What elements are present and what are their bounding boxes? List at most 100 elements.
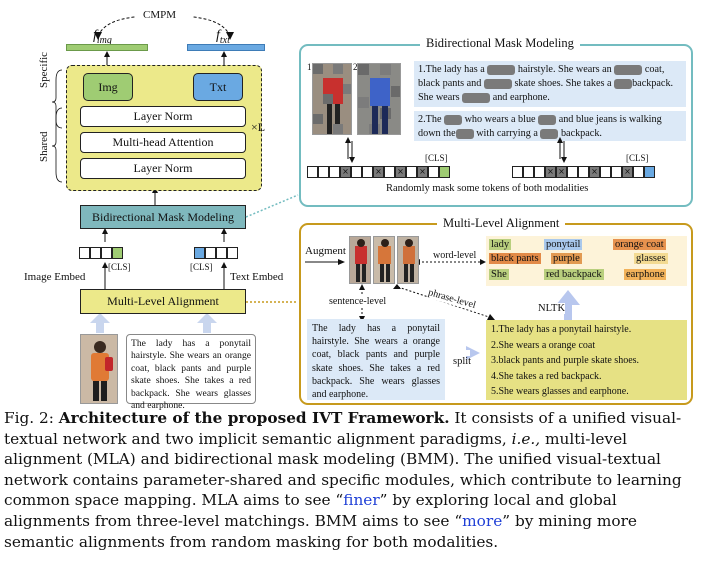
mask-token xyxy=(462,92,491,103)
mask-token xyxy=(540,128,559,139)
mla-panel-title: Multi-Level Alignment xyxy=(437,216,566,231)
figure-caption: Fig. 2: Architecture of the proposed IVT… xyxy=(4,408,704,552)
mask-token xyxy=(483,78,512,89)
masked-token: × xyxy=(340,166,351,178)
mask-token xyxy=(455,128,474,139)
text-token xyxy=(578,166,589,178)
image-token xyxy=(307,166,318,178)
multi-head-attention: Multi-head Attention xyxy=(80,132,246,153)
phrase-list: 1.The lady has a ponytail hairstyle. 2.S… xyxy=(486,320,687,400)
sentence-level-label: sentence-level xyxy=(329,296,387,307)
image-token xyxy=(101,247,112,259)
split-label: split xyxy=(453,356,472,367)
caption-more-link[interactable]: more xyxy=(462,511,503,530)
masked-person-image-icon xyxy=(313,64,351,134)
bmm-image-cls-label: [CLS] xyxy=(425,153,448,163)
word-box: lady ponytail orange coat black pants pu… xyxy=(486,236,687,286)
word-level-label: word-level xyxy=(433,250,477,261)
phrase-item: 2.She wears a orange coat xyxy=(491,339,596,351)
masked-token: × xyxy=(589,166,600,178)
mask-token xyxy=(614,78,633,89)
nltk-label: NLTK xyxy=(538,303,566,314)
masked-image-2 xyxy=(357,63,401,135)
text-token xyxy=(567,166,578,178)
times-l-label: ×L xyxy=(251,120,266,134)
word-item: glasses xyxy=(634,253,668,264)
input-text: The lady has a ponytail hairstyle. She w… xyxy=(126,334,256,411)
input-image xyxy=(80,334,118,404)
person-image-icon xyxy=(398,237,418,283)
phrase-item: 1.The lady has a ponytail hairstyle. xyxy=(491,324,632,335)
caption-text: ” by mining more semantic alignments fro… xyxy=(4,511,637,551)
text-cls-label: [CLS] xyxy=(190,262,213,272)
f-img-bar xyxy=(66,44,148,51)
mask-token xyxy=(444,114,463,125)
image-cls-token xyxy=(439,166,450,178)
masked-token: × xyxy=(556,166,567,178)
img-module: Img xyxy=(83,73,133,101)
bmm-text-cls-label: [CLS] xyxy=(626,153,649,163)
word-item: earphone xyxy=(624,269,667,280)
caption-text: multi-level alignment (MLA) and bidirect… xyxy=(4,429,682,510)
text-cls-token xyxy=(644,166,655,178)
txt-module: Txt xyxy=(193,73,243,101)
bmm-panel-title: Bidirectional Mask Modeling xyxy=(420,36,580,51)
image-token xyxy=(384,166,395,178)
image-token xyxy=(406,166,417,178)
augment-label: Augment xyxy=(305,245,346,257)
f-txt-bar xyxy=(187,44,265,51)
image-cls-token xyxy=(112,247,123,259)
phrase-item: 5.She wears glasses and earphone. xyxy=(491,386,629,397)
person-image-icon xyxy=(350,237,370,283)
masked-sentence-1: 1.The lady has a hairstyle. She wears an… xyxy=(414,61,686,107)
word-item: lady xyxy=(489,239,512,250)
text-token xyxy=(523,166,534,178)
person-image-icon xyxy=(81,335,117,403)
f-img-label: fimg xyxy=(93,28,112,46)
masked-sentence-2: 2.The who wears a blue and blue jeans is… xyxy=(414,111,686,141)
bmm-image-number-2: 2 xyxy=(353,62,358,72)
word-item: purple xyxy=(551,253,582,264)
caption-text: ” by exploring local and global alignmen… xyxy=(4,491,617,530)
text-token xyxy=(633,166,644,178)
image-token xyxy=(90,247,101,259)
word-item: ponytail xyxy=(544,239,583,250)
cmpm-label: CMPM xyxy=(143,9,177,21)
bmm-image-number-1: 1 xyxy=(307,62,312,72)
image-token xyxy=(329,166,340,178)
f-txt-label: ftxt xyxy=(216,28,230,46)
word-item: black pants xyxy=(489,253,541,264)
augmented-image-1 xyxy=(349,236,371,284)
image-token xyxy=(79,247,90,259)
masked-image-1 xyxy=(312,63,352,135)
caption-fig-label: Fig. 2: xyxy=(4,409,59,427)
masked-token: × xyxy=(373,166,384,178)
word-item: red backpack xyxy=(544,269,604,280)
text-token xyxy=(611,166,622,178)
layer-norm-top: Layer Norm xyxy=(80,106,246,127)
layer-norm-bottom: Layer Norm xyxy=(80,158,246,179)
text-token xyxy=(534,166,545,178)
word-item: orange coat xyxy=(613,239,666,250)
bmm-module: Bidirectional Mask Modeling xyxy=(80,205,246,229)
panel-connectors xyxy=(245,194,299,303)
image-embed-label: Image Embed xyxy=(24,271,86,283)
augmented-image-2 xyxy=(373,236,395,284)
caption-text: It consists of a unified visual-textual … xyxy=(4,409,682,448)
masked-token: × xyxy=(622,166,633,178)
phrase-item: 3.black pants and purple skate shoes. xyxy=(491,355,640,366)
word-item: She xyxy=(489,269,509,280)
caption-ie: i.e., xyxy=(511,429,541,448)
phrase-item: 4.She takes a red backpack. xyxy=(491,370,602,382)
augmented-image-3 xyxy=(397,236,419,284)
caption-title: Architecture of the proposed IVT Framewo… xyxy=(58,409,450,427)
text-embed-label: Text Embed xyxy=(230,271,284,283)
caption-finer-link[interactable]: finer xyxy=(343,491,380,510)
image-token xyxy=(428,166,439,178)
text-token xyxy=(227,247,238,259)
masked-person-image-icon xyxy=(358,64,400,134)
text-token xyxy=(512,166,523,178)
mla-module: Multi-Level Alignment xyxy=(80,289,246,314)
image-token xyxy=(318,166,329,178)
bmm-arrows xyxy=(345,137,567,163)
